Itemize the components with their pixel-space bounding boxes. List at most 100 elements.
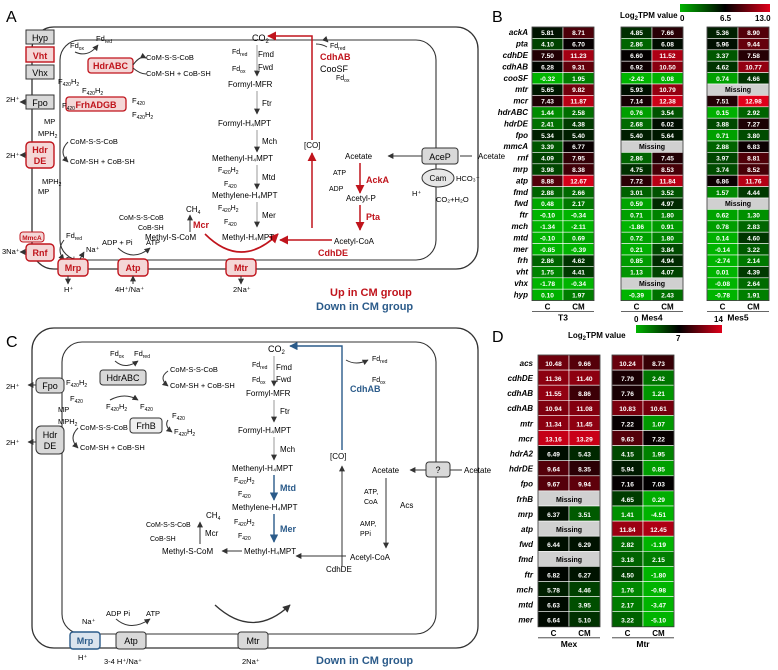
fd-red-label: Fdred	[134, 349, 150, 360]
mmca-box: MmcA	[22, 235, 42, 242]
gene-label: ftr	[525, 570, 534, 579]
cell-value: 3.52	[661, 190, 674, 197]
cell-value: 4.10	[541, 42, 554, 49]
atp-box: Atp	[124, 636, 138, 646]
gene-label: mcr	[513, 97, 529, 106]
acetate-label: Acetate	[345, 152, 373, 161]
frhadgb-box: FrhADGB	[76, 100, 117, 110]
cell-value: 11.84	[619, 527, 635, 534]
bottom-complexes-a: Mrp Atp Mtr H⁺ Na⁺ ADP + Pi ATP 4H⁺/Na⁺ …	[57, 233, 279, 294]
cell-value: 8.73	[652, 361, 665, 368]
cell-value: 2.68	[630, 121, 643, 128]
cell-value: 12.38	[659, 99, 676, 106]
cell-value: 3.37	[716, 53, 729, 60]
gene-label: hyp	[514, 290, 528, 299]
cell-value: 2.15	[652, 557, 665, 564]
mp-label-2: MP	[38, 187, 49, 196]
cell-value: 2.64	[747, 281, 760, 288]
cell-value: 9.44	[747, 42, 760, 49]
cell-value: 2.92	[747, 110, 760, 117]
cell-value: 0.72	[630, 235, 643, 242]
f420h2-mer-label: F420H2	[234, 519, 255, 528]
methenyl-h4mpt-label: Methenyl-H₄MPT	[212, 154, 273, 163]
ch4-label: CH4	[186, 205, 201, 216]
cell-value: 6.64	[547, 618, 560, 625]
panel-letter: D	[492, 329, 504, 346]
coms-cob-label: CoM-S-S-CoB	[146, 53, 194, 62]
f420-mtd-label: F420	[238, 491, 251, 500]
cell-value: 3.18	[621, 557, 634, 564]
cell-value: 2.88	[541, 190, 554, 197]
fd-ox-label-4: Fdox	[336, 75, 350, 84]
cell-value: 11.52	[659, 53, 675, 60]
hdr-box-line1: Hdr	[43, 430, 58, 440]
heatmap-d: acscdhDEcdhABcdhABmtrmcrhdrA2hdrDEfpofrh…	[507, 354, 675, 649]
cell-value: 7.27	[747, 121, 760, 128]
ftr-label: Ftr	[262, 99, 272, 108]
gene-label: hdrA2	[510, 449, 534, 458]
hco3-label: HCO₃⁻	[456, 174, 480, 183]
cell-value: 6.27	[578, 572, 591, 579]
gene-label: fmd	[518, 555, 534, 564]
cell-value: 0.59	[630, 201, 643, 208]
gene-label: fwd	[514, 199, 529, 208]
cell-value: 0.78	[716, 224, 729, 231]
cell-value: 0.71	[716, 133, 729, 140]
cell-value: 1.07	[652, 421, 665, 428]
cell-value: 0.08	[661, 76, 674, 83]
cell-value: 4.15	[621, 451, 634, 458]
cell-value: 0.48	[541, 201, 554, 208]
cell-value: 1.95	[652, 451, 665, 458]
cell-value: 11.45	[576, 421, 592, 428]
hdrabc-box: HdrABC	[106, 373, 140, 383]
cell-value: 3.88	[716, 121, 729, 128]
cell-value: 8.35	[578, 467, 591, 474]
h-mrp-label: H⁺	[64, 285, 73, 294]
cell-value: 11.23	[570, 53, 586, 60]
cell-value: 4.44	[747, 190, 760, 197]
cell-value: 6.08	[661, 42, 674, 49]
cell-value: 7.14	[630, 99, 643, 106]
formyl-mfr-label: Formyl-MFR	[246, 389, 291, 398]
cell-value: 4.50	[621, 572, 634, 579]
cell-value: 5.10	[578, 618, 591, 625]
h-na-label: 3-4 H⁺/Na⁺	[104, 657, 142, 666]
cell-value: 5.81	[541, 30, 554, 37]
group-label: Mes5	[727, 313, 749, 323]
cell-value: 10.83	[619, 406, 636, 413]
f420h2-label-2: F420H2	[132, 110, 153, 121]
panel-d: D Log2TPM value 0 7 14 acscdhDEcdhABcdhA…	[492, 315, 723, 649]
column-label: C	[720, 303, 726, 312]
cell-value: 11.87	[570, 99, 586, 106]
gene-label: mtr	[520, 419, 534, 428]
cell-value: 4.65	[621, 497, 634, 504]
f420-mer-label: F420	[238, 533, 251, 542]
column-label: C	[545, 303, 551, 312]
gene-label: atp	[521, 525, 533, 534]
mrp-box: Mrp	[65, 263, 82, 273]
cell-value: 0.91	[661, 224, 674, 231]
cell-value: 2.88	[716, 144, 729, 151]
gene-label: acs	[520, 359, 534, 368]
gene-label: mrp	[513, 165, 528, 174]
gene-label: atp	[516, 176, 528, 185]
cell-value: -0.39	[629, 292, 644, 299]
cell-value: 2.66	[572, 190, 585, 197]
cdhab-label: CdhAB	[320, 52, 351, 62]
f420h2-frh-label: F420H2	[174, 427, 195, 438]
h-out-fpo: 2H⁺	[6, 95, 20, 104]
fwd-label: Fwd	[258, 63, 273, 72]
legend-tick-max: 14	[714, 315, 723, 324]
methylene-h4mpt-label: Methylene-H₄MPT	[232, 503, 298, 512]
cell-value: 8.53	[661, 167, 674, 174]
cell-value: 1.57	[716, 190, 729, 197]
cell-value: 0.01	[716, 270, 729, 277]
group-frame	[611, 354, 675, 628]
vhx-box: Vhx	[32, 68, 48, 78]
hdr-box-line1: Hdr	[32, 145, 48, 155]
comsh-cobsh-label: CoM-SH + CoB-SH	[170, 381, 235, 390]
cell-value: 1.80	[661, 213, 674, 220]
cell-value: -2.74	[715, 258, 730, 265]
cell-value: 11.76	[745, 178, 761, 185]
cell-value: 6.92	[630, 64, 643, 71]
